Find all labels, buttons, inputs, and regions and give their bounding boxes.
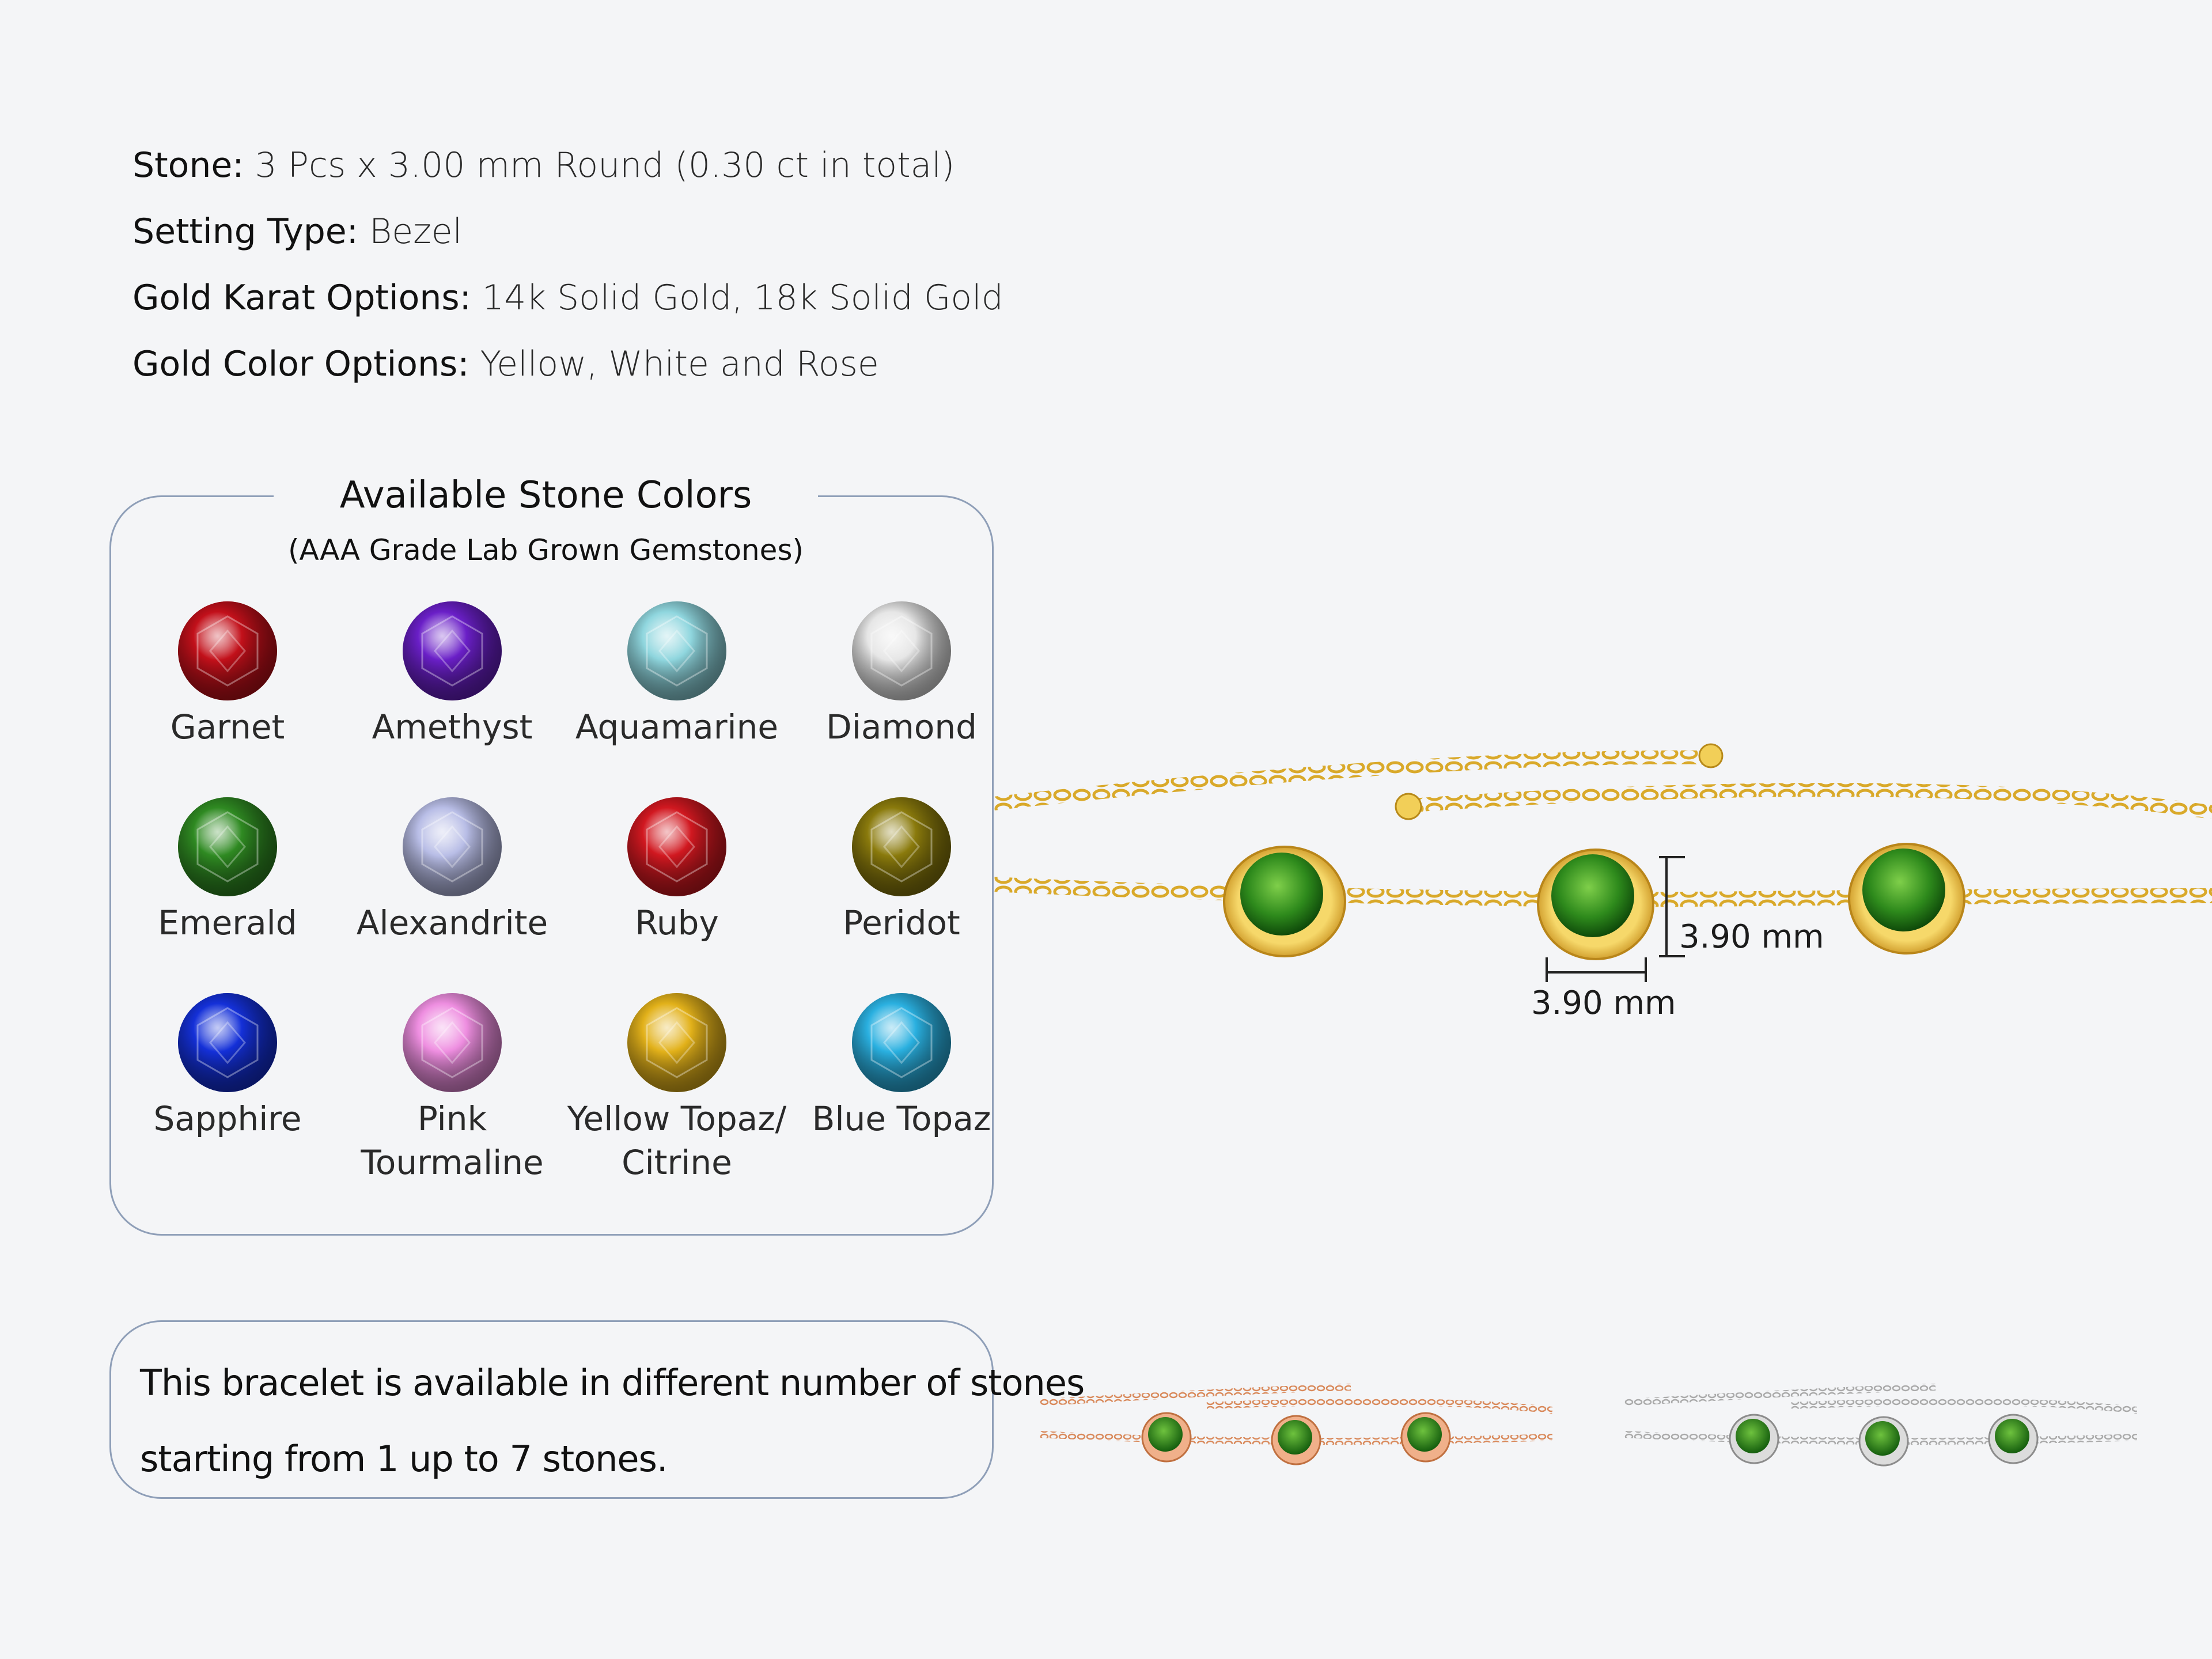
dimension-markers	[1546, 856, 1685, 982]
gem-garnet: Garnet	[115, 599, 340, 749]
gem-label: Ruby	[635, 903, 719, 942]
gem-label: Peridot	[843, 903, 960, 942]
note-line-2: starting from 1 up to 7 stones.	[140, 1438, 668, 1480]
gem-yellow-topaz-citrine: Yellow Topaz/ Citrine	[565, 991, 789, 1184]
white-stone-2	[1858, 1416, 1909, 1467]
gem-label: Aquamarine	[575, 707, 779, 747]
white-stone-3	[1988, 1414, 2039, 1464]
gem-label: Yellow Topaz/ Citrine	[567, 1099, 787, 1182]
gem-aquamarine: Aquamarine	[565, 599, 789, 749]
dimension-height-label: 3.90 mm	[1679, 918, 1824, 956]
gem-diamond-icon	[852, 601, 951, 700]
gem-label: Amethyst	[372, 707, 533, 747]
gem-alexandrite: Alexandrite	[340, 795, 565, 945]
gem-label: Sapphire	[153, 1099, 302, 1138]
gem-alexandrite-icon	[403, 797, 502, 896]
gem-ruby: Ruby	[565, 795, 789, 945]
bracelet-rose-gold-image	[1040, 1384, 1552, 1465]
gem-yellow-topaz-citrine-icon	[627, 993, 726, 1092]
note-line-1: This bracelet is available in different …	[140, 1362, 1085, 1404]
stone-colors-header: Available Stone Colors (AAA Grade Lab Gr…	[274, 461, 818, 582]
spec-gold-color: Gold Color Options: Yellow, White and Ro…	[132, 344, 879, 384]
rose-stone-2	[1271, 1415, 1321, 1465]
stone-count-note: This bracelet is available in different …	[109, 1320, 1085, 1499]
bracelet-stone-3	[1848, 843, 1965, 955]
gem-label: Diamond	[826, 707, 977, 747]
gem-amethyst-icon	[403, 601, 502, 700]
gem-amethyst: Amethyst	[340, 599, 565, 749]
bracelet-main-image: 3.90 mm 3.90 mm	[994, 743, 2212, 1022]
spec-stone: Stone: 3 Pcs x 3.00 mm Round (0.30 ct in…	[132, 145, 955, 185]
gem-blue-topaz: Blue Topaz	[789, 991, 1014, 1141]
gem-label: Garnet	[170, 707, 285, 747]
gem-label: Alexandrite	[356, 903, 548, 942]
bracelet-stone-2	[1537, 849, 1654, 960]
gem-pink-tourmaline: Pink Tourmaline	[340, 991, 565, 1184]
spec-gold-karat: Gold Karat Options: 14k Solid Gold, 18k …	[132, 278, 1003, 318]
gem-sapphire: Sapphire	[115, 991, 340, 1141]
gem-diamond: Diamond	[789, 599, 1014, 749]
bracelet-stone-1	[1223, 846, 1346, 957]
gem-peridot-icon	[852, 797, 951, 896]
gem-blue-topaz-icon	[852, 993, 951, 1092]
gem-ruby-icon	[627, 797, 726, 896]
stone-colors-title: Available Stone Colors	[339, 474, 752, 517]
rose-stone-3	[1400, 1412, 1451, 1463]
gem-aquamarine-icon	[627, 601, 726, 700]
stone-colors-subtitle: (AAA Grade Lab Grown Gemstones)	[288, 533, 804, 567]
dimension-width-label: 3.90 mm	[1531, 984, 1676, 1022]
gem-emerald: Emerald	[115, 795, 340, 945]
gem-emerald-icon	[178, 797, 277, 896]
bracelet-white-gold-image	[1624, 1384, 2137, 1467]
gem-peridot: Peridot	[789, 795, 1014, 945]
rose-stone-1	[1141, 1412, 1192, 1463]
gem-label: Pink Tourmaline	[361, 1099, 544, 1182]
gem-label: Blue Topaz	[812, 1099, 991, 1138]
gem-label: Emerald	[158, 903, 297, 942]
gem-sapphire-icon	[178, 993, 277, 1092]
product-specs: Stone: 3 Pcs x 3.00 mm Round (0.30 ct in…	[132, 132, 1003, 397]
spec-setting-type: Setting Type: Bezel	[132, 211, 463, 252]
gem-pink-tourmaline-icon	[403, 993, 502, 1092]
gem-garnet-icon	[178, 601, 277, 700]
white-stone-1	[1729, 1414, 1779, 1464]
